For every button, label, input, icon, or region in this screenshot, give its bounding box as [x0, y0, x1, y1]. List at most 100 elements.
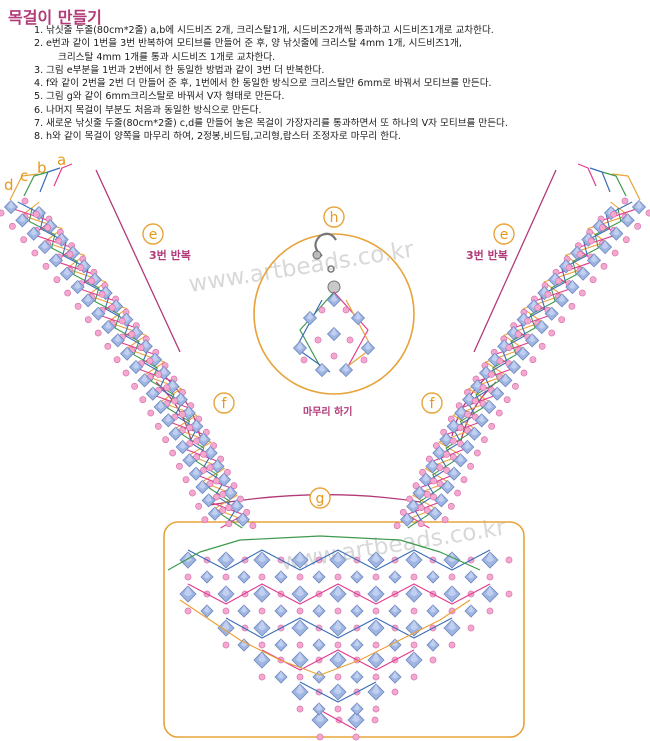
step-text: 새로운 낚싯줄 두줄(80cm*2줄) c,d를 만들어 놓은 목걸이 가장자리… [46, 118, 508, 130]
seed-bead-icon [443, 450, 450, 458]
seed-bead-icon [0, 209, 5, 217]
crystal-bead-icon [464, 570, 478, 584]
seed-bead-icon [230, 482, 238, 490]
seed-bead-icon [430, 493, 437, 501]
seed-bead-icon [346, 336, 354, 344]
seed-bead-icon [529, 356, 537, 364]
strand-label-d: d [4, 176, 14, 194]
seed-bead-icon [334, 705, 342, 713]
seed-bead-icon [44, 224, 52, 232]
crystal-bead-icon [426, 638, 440, 652]
bracket-e-right [473, 169, 557, 353]
step-number: 3. [34, 64, 44, 76]
crystal-bead-icon [3, 199, 19, 215]
crystal-bead-icon [534, 319, 549, 335]
instruction-step: 8.h와 같이 목걸이 양쪽을 마무리 하여, 2정봉,비드팁,고리형,랍스터 … [34, 130, 644, 143]
seed-bead-icon [193, 453, 201, 461]
seed-bead-icon [538, 342, 546, 350]
crystal-bead-icon [412, 485, 427, 501]
seed-bead-icon [296, 705, 304, 713]
crystal-bead-icon [367, 551, 385, 569]
seed-bead-icon [534, 304, 542, 312]
crystal-bead-icon [350, 670, 364, 684]
crystal-bead-icon [312, 638, 326, 652]
crystal-bead-icon [237, 570, 251, 584]
crystal-bead-icon [291, 551, 309, 569]
crystal-bead-icon [48, 253, 64, 268]
seed-bead-icon [512, 382, 519, 390]
section-g-frame [163, 521, 525, 738]
seed-bead-icon [480, 436, 488, 444]
seed-bead-icon [318, 306, 326, 314]
seed-bead-icon [210, 442, 218, 450]
crystal-bead-icon [586, 253, 602, 268]
seed-bead-icon [505, 556, 513, 564]
seed-bead-icon [195, 502, 203, 510]
seed-bead-icon [611, 249, 619, 257]
crystal-bead-icon [609, 226, 624, 241]
seed-bead-icon [219, 506, 227, 514]
crystal-bead-icon [200, 570, 214, 584]
crystal-bead-icon [182, 453, 197, 468]
seed-bead-icon [429, 656, 437, 664]
instruction-step: 4.f와 같이 2번을 2번 더 만들어 준 후, 1번에서 한 동일한 방식으… [34, 77, 644, 90]
seed-bead-icon [436, 480, 444, 488]
crystal-bead-icon [367, 683, 385, 701]
crystal-bead-icon [405, 619, 423, 637]
seed-bead-icon [184, 607, 192, 615]
seed-bead-icon [55, 237, 63, 245]
crystal-bead-icon [175, 439, 190, 455]
label-f-left: f [213, 392, 235, 414]
seed-bead-icon [578, 289, 586, 297]
crystal-bead-icon [217, 551, 235, 569]
seed-bead-icon [524, 317, 532, 325]
seed-bead-icon [243, 508, 251, 516]
seed-bead-icon [146, 357, 154, 365]
step-number: 4. [34, 78, 44, 90]
seed-bead-icon [423, 506, 431, 514]
seed-bead-icon [622, 236, 630, 244]
crystal-bead-icon [26, 226, 41, 241]
crystal-bead-icon [338, 362, 354, 378]
crystal-bead-icon [367, 651, 385, 669]
beadwork [0, 163, 650, 741]
crystal-bead-icon [350, 702, 364, 716]
seed-bead-icon [496, 357, 504, 365]
crystal-bead-icon [217, 585, 235, 603]
seed-bead-icon [222, 573, 230, 581]
crystal-bead-icon [565, 279, 580, 295]
crystal-bead-icon [302, 310, 318, 326]
seed-bead-icon [505, 590, 513, 598]
seed-bead-icon [182, 476, 190, 484]
crystal-bead-icon [81, 293, 96, 308]
crystal-bead-icon [350, 638, 364, 652]
seed-bead-icon [467, 462, 474, 470]
crystal-bead-icon [312, 604, 326, 618]
seed-bead-icon [417, 520, 425, 528]
seed-bead-icon [131, 382, 138, 390]
crystal-bead-icon [443, 619, 461, 637]
seed-bead-icon [163, 384, 171, 392]
seed-bead-icon [410, 573, 418, 581]
instruction-step: 3.그림 e부분을 1번과 2번에서 한 동일한 방법과 같이 3번 더 반복한… [34, 64, 644, 77]
seed-bead-icon [495, 409, 503, 417]
seed-bead-icon [122, 369, 130, 377]
crystal-bead-icon [196, 432, 211, 447]
crystal-bead-icon [406, 499, 421, 514]
instruction-step: 1.낚싯줄 두줄(80cm*2줄) a,b에 시드비즈 2개, 크리스탈1개, … [34, 24, 644, 37]
seed-bead-icon [316, 733, 324, 741]
crystal-bead-icon [453, 453, 468, 468]
crystal-bead-icon [145, 386, 160, 401]
seed-bead-icon [334, 573, 342, 581]
seed-bead-icon [425, 455, 433, 463]
step-number: 7. [34, 118, 44, 130]
seed-bead-icon [201, 516, 209, 524]
instruction-step: 7.새로운 낚싯줄 두줄(80cm*2줄) c,d를 만들어 놓은 목걸이 가장… [34, 117, 644, 130]
svg-text:e: e [500, 227, 509, 243]
seed-bead-icon [372, 641, 380, 649]
seed-bead-icon [189, 489, 196, 497]
crystal-bead-icon [434, 493, 449, 508]
crystal-bead-icon [70, 279, 85, 295]
seed-bead-icon [94, 329, 102, 337]
crystal-bead-icon [253, 585, 271, 603]
